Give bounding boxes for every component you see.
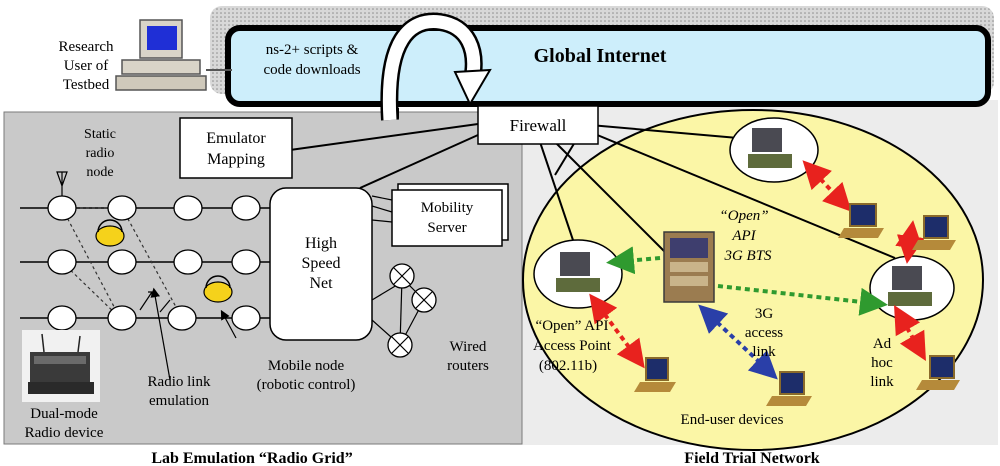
radio-link-line-2: emulation xyxy=(149,393,209,409)
mobile-node-line-2: (robotic control) xyxy=(257,377,356,393)
bts-line-2: API xyxy=(731,228,756,244)
antenna-icon xyxy=(56,171,68,196)
hsn-line-3: Net xyxy=(309,275,333,292)
adhoc-links xyxy=(589,160,926,369)
adhoc-line-2: hoc xyxy=(871,355,893,371)
high-speed-net-box xyxy=(269,187,373,341)
hsn-line-1: High xyxy=(305,235,337,252)
research-user-line-3: Testbed xyxy=(63,77,110,93)
bts-cabinet-icon xyxy=(663,231,715,303)
laptop-icon xyxy=(634,203,960,406)
static-node-line-2: radio xyxy=(86,146,115,161)
ap-node-left xyxy=(533,239,623,309)
firewall-label: Firewall xyxy=(510,116,567,135)
grid-nodes xyxy=(47,195,261,331)
grid-arrows xyxy=(139,287,237,381)
radio-link-line-1: Radio link xyxy=(148,374,211,390)
mobile-node-icon xyxy=(95,219,233,303)
download-arrow xyxy=(380,12,492,121)
wired-routers-line-1: Wired xyxy=(450,339,487,355)
ap-node-right xyxy=(869,255,955,321)
mobile-node-line-1: Mobile node xyxy=(268,358,345,374)
3g-links xyxy=(606,246,888,316)
access-link-line xyxy=(698,304,778,380)
field-trial-caption: Field Trial Network xyxy=(684,450,819,466)
emulator-mapping-line-2: Mapping xyxy=(207,151,265,168)
radio-device-icon xyxy=(22,330,100,402)
hsn-line-2: Speed xyxy=(301,255,340,272)
ap-node-top-right xyxy=(729,117,819,183)
ap-line-3: (802.11b) xyxy=(539,358,597,374)
firewall-box xyxy=(477,105,599,145)
adhoc-line-1: Ad xyxy=(873,336,892,352)
global-internet-box xyxy=(225,25,991,107)
access-link-line-1: 3G xyxy=(755,306,774,322)
adhoc-line-3: link xyxy=(870,374,894,390)
ns2-line-1: ns-2+ scripts & xyxy=(266,42,359,58)
research-user-line-2: User of xyxy=(64,58,109,74)
global-internet-label: Global Internet xyxy=(534,45,667,67)
ns2-line-2: code downloads xyxy=(263,62,360,78)
ap-line-2: Access Point xyxy=(533,338,612,354)
research-user-line-1: Research xyxy=(59,39,114,55)
emulator-mapping-box xyxy=(179,117,293,179)
mobility-line-2: Server xyxy=(427,220,466,236)
dual-mode-line-2: Radio device xyxy=(25,425,104,441)
access-link-line-2: access xyxy=(745,325,783,341)
mobility-line-1: Mobility xyxy=(421,200,474,216)
research-computer-icon xyxy=(115,19,232,91)
wired-routers-icon xyxy=(371,263,437,358)
access-link-line-3: link xyxy=(752,344,776,360)
ap-line-1: “Open” API xyxy=(536,318,609,334)
dual-mode-line-1: Dual-mode xyxy=(30,406,98,422)
bts-line-3: 3G BTS xyxy=(723,248,772,264)
end-user-devices-label: End-user devices xyxy=(681,412,784,428)
emulator-mapping-line-1: Emulator xyxy=(206,130,266,147)
wired-routers-line-2: routers xyxy=(447,358,489,374)
lab-emulation-caption: Lab Emulation “Radio Grid” xyxy=(151,450,352,466)
static-node-line-3: node xyxy=(86,165,113,180)
bts-line-1: “Open” xyxy=(719,208,768,224)
static-node-line-1: Static xyxy=(84,127,116,142)
mobility-server-box xyxy=(371,183,509,247)
